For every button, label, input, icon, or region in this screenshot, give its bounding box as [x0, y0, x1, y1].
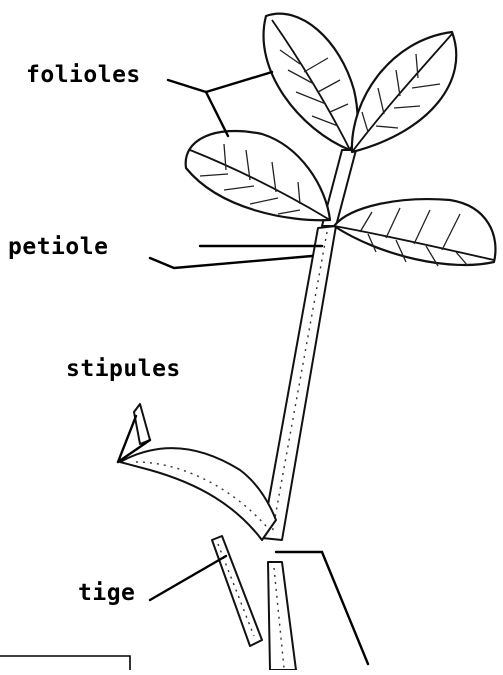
stipules-shape: [120, 404, 276, 540]
label-stipules: stipules: [66, 356, 181, 382]
stipule-tip: [134, 404, 150, 444]
petiole-body: [262, 226, 336, 540]
label-folioles: folioles: [26, 62, 141, 88]
leaflet-top-left: [264, 14, 358, 150]
leaflet-middle-left: [186, 131, 330, 220]
leaflet-middle-right: [334, 199, 495, 266]
leaflet-icon: [352, 32, 456, 152]
tige-leader: [150, 556, 226, 600]
page-frame-corner: [0, 656, 130, 670]
label-petiole: petiole: [8, 234, 108, 260]
petiole-leader-curve: [150, 256, 312, 268]
leaflet-top-right: [352, 32, 456, 152]
folioles-leader-upper: [168, 72, 272, 92]
tige-body: [268, 562, 296, 670]
label-tige: tige: [78, 580, 135, 606]
folioles-leader-lower: [206, 92, 228, 136]
